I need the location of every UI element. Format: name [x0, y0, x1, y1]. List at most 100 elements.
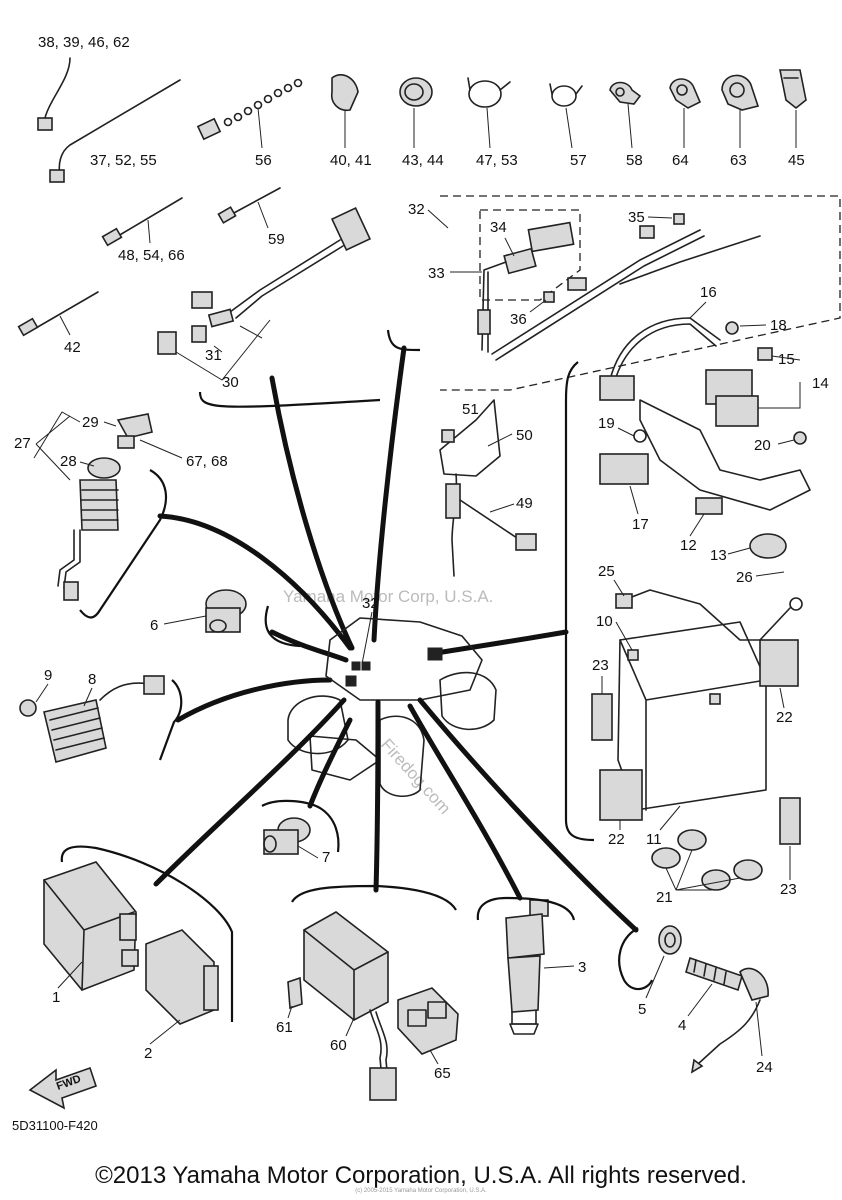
- callout-12: 12: [680, 537, 697, 554]
- rectifier-regulator: [19, 675, 165, 763]
- group-bracket-switch: [79, 469, 168, 619]
- callout-28: 28: [60, 453, 77, 470]
- callout-45: 45: [788, 152, 805, 169]
- callout-33: 33: [428, 265, 445, 282]
- callout-24: 24: [756, 1059, 773, 1076]
- callout-61: 61: [276, 1019, 293, 1036]
- spark-plug-group: [658, 925, 769, 1074]
- callout-59: 59: [268, 231, 285, 248]
- callout-17: 17: [632, 516, 649, 533]
- callout-56: 56: [255, 152, 272, 169]
- callout-22-right: 22: [776, 709, 793, 726]
- callout-26: 26: [736, 569, 753, 586]
- relay-bracket-group: [599, 317, 811, 559]
- callout-48: 48, 54, 66: [118, 247, 185, 264]
- neutral-switch-group: [439, 399, 537, 577]
- callout-31: 31: [205, 347, 222, 364]
- cable-tie-38: [37, 57, 71, 131]
- wire-harness-detail: [440, 195, 841, 391]
- callout-49: 49: [516, 495, 533, 512]
- clamp-43: [399, 77, 433, 148]
- callout-7: 7: [322, 849, 330, 866]
- holder-45: [779, 69, 807, 148]
- callout-57: 57: [570, 152, 587, 169]
- harness-line-32: [371, 345, 407, 643]
- callout-30: 30: [222, 374, 239, 391]
- callout-9: 9: [44, 667, 52, 684]
- callout-32-top: 32: [408, 201, 425, 218]
- callout-64: 64: [672, 152, 689, 169]
- callout-4: 4: [678, 1017, 686, 1034]
- callout-6: 6: [150, 617, 158, 634]
- copyright-notice: ©2013 Yamaha Motor Corporation, U.S.A. A…: [95, 1162, 747, 1189]
- callout-29: 29: [82, 414, 99, 431]
- callout-40: 40, 41: [330, 152, 372, 169]
- callout-34: 34: [490, 219, 507, 236]
- sensor-6: [205, 589, 247, 633]
- forward-arrow-icon: FWD: [28, 1066, 98, 1110]
- callout-20: 20: [754, 437, 771, 454]
- callout-50: 50: [516, 427, 533, 444]
- group-bracket-cdi: [60, 845, 234, 1022]
- harness-line-8: [175, 677, 333, 723]
- callout-8: 8: [88, 671, 96, 688]
- group-bracket-plug: [618, 927, 654, 991]
- callout-16: 16: [700, 284, 717, 301]
- brand-watermark: Firedog.com: [377, 735, 454, 818]
- callout-58: 58: [626, 152, 643, 169]
- group-bracket-32: [386, 329, 421, 352]
- sub-harness-30: [157, 207, 372, 381]
- sensor-7: [263, 817, 311, 855]
- callout-67: 67, 68: [186, 453, 228, 470]
- harness-line-30: [269, 375, 355, 651]
- callout-42: 42: [64, 339, 81, 356]
- clamp-63: [721, 74, 760, 148]
- cable-tie-42: [17, 291, 99, 337]
- group-bracket-battery: [564, 361, 595, 842]
- callout-19: 19: [598, 415, 615, 432]
- callout-5: 5: [638, 1001, 646, 1018]
- group-bracket-30: [198, 391, 381, 408]
- group-bracket-coil: [476, 896, 576, 921]
- harness-line-plug: [417, 697, 639, 933]
- callout-13: 13: [710, 547, 727, 564]
- ignitor-group: [287, 911, 459, 1101]
- diagram-code: 5D31100-F420: [12, 1118, 98, 1133]
- cdi-units: [43, 861, 219, 1025]
- atv-silhouette: [287, 617, 497, 797]
- callout-25: 25: [598, 563, 615, 580]
- clip-57: [549, 83, 583, 149]
- main-switch-group: [57, 413, 153, 601]
- harness-line-coil: [407, 703, 523, 901]
- callout-14: 14: [812, 375, 829, 392]
- callout-37: 37, 52, 55: [90, 152, 157, 169]
- harness-line-6: [269, 629, 349, 663]
- group-bracket-8: [158, 679, 183, 761]
- band-56: [196, 78, 303, 149]
- callout-32-center: 32: [362, 595, 379, 612]
- harness-line-7: [307, 717, 353, 809]
- callout-51: 51: [462, 401, 479, 418]
- clip-47: [467, 77, 511, 149]
- callout-18: 18: [770, 317, 787, 334]
- clamp-40: [330, 74, 359, 148]
- callout-47: 47, 53: [476, 152, 518, 169]
- callout-60: 60: [330, 1037, 347, 1054]
- group-bracket-6: [264, 605, 301, 648]
- clamp-64: [669, 78, 702, 148]
- harness-line-ignitor: [373, 699, 381, 893]
- callout-35: 35: [628, 209, 645, 226]
- ignition-coil: [505, 899, 549, 1035]
- callout-36: 36: [510, 311, 527, 328]
- harness-line-cdi: [153, 697, 347, 887]
- callout-2: 2: [144, 1045, 152, 1062]
- cable-tie-59: [217, 187, 281, 229]
- callout-21: 21: [656, 889, 673, 906]
- callout-15: 15: [778, 351, 795, 368]
- callout-65: 65: [434, 1065, 451, 1082]
- callout-63: 63: [730, 152, 747, 169]
- callout-3: 3: [578, 959, 586, 976]
- harness-line-battery: [427, 629, 569, 657]
- callout-43: 43, 44: [402, 152, 444, 169]
- tiny-credit: (c) 2005-2015 Yamaha Motor Corporation, …: [355, 1188, 487, 1194]
